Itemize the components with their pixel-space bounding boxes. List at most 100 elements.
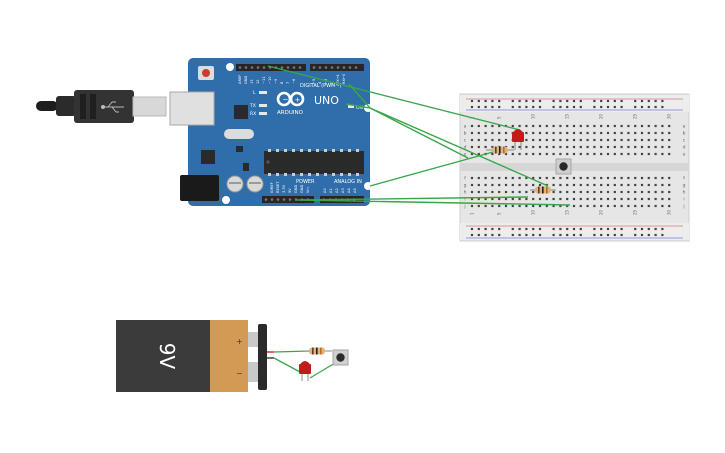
bb-rail-hole[interactable] <box>661 105 664 109</box>
bb-hole[interactable] <box>647 138 650 142</box>
bb-hole[interactable] <box>661 152 664 156</box>
wires[interactable] <box>267 65 571 206</box>
bb-hole[interactable] <box>511 197 514 201</box>
bb-hole[interactable] <box>572 176 576 180</box>
bb-hole[interactable] <box>613 124 616 128</box>
bb-rail-hole[interactable] <box>600 99 603 103</box>
bb-hole[interactable] <box>613 131 616 135</box>
bb-hole[interactable] <box>538 145 542 149</box>
bb-rail-hole[interactable] <box>538 233 542 237</box>
bb-hole[interactable] <box>640 138 644 142</box>
bb-hole[interactable] <box>661 183 664 187</box>
bb-rail-hole[interactable] <box>532 227 535 231</box>
bb-hole[interactable] <box>668 152 671 156</box>
bb-hole[interactable] <box>525 152 528 156</box>
bb-rail-hole[interactable] <box>566 105 569 109</box>
bb-hole[interactable] <box>627 176 630 180</box>
bb-rail-hole[interactable] <box>593 105 596 109</box>
bb-hole[interactable] <box>579 183 582 187</box>
bb-hole[interactable] <box>538 204 542 208</box>
bb-hole[interactable] <box>620 138 623 142</box>
bb-hole[interactable] <box>518 145 521 149</box>
bb-hole[interactable] <box>572 131 576 135</box>
bb-hole[interactable] <box>647 152 650 156</box>
bb-hole[interactable] <box>498 204 501 208</box>
bb-hole[interactable] <box>532 131 535 135</box>
bb-rail-hole[interactable] <box>654 233 657 237</box>
bb-hole[interactable] <box>484 145 487 149</box>
wire-power-to-bb-2[interactable] <box>299 199 571 206</box>
bb-hole[interactable] <box>627 152 630 156</box>
bb-hole[interactable] <box>532 124 535 128</box>
bb-hole[interactable] <box>518 176 521 180</box>
bb-hole[interactable] <box>511 124 514 128</box>
bb-hole[interactable] <box>640 204 644 208</box>
bb-hole[interactable] <box>484 183 487 187</box>
bb-rail-hole[interactable] <box>620 99 623 103</box>
bb-rail-hole[interactable] <box>525 227 528 231</box>
bb-hole[interactable] <box>484 204 487 208</box>
bb-hole[interactable] <box>600 190 603 194</box>
bb-rail-hole[interactable] <box>498 105 501 109</box>
bb-hole[interactable] <box>504 204 508 208</box>
bb-rail-hole[interactable] <box>634 233 637 237</box>
bb-hole[interactable] <box>559 131 562 135</box>
bb-hole[interactable] <box>559 190 562 194</box>
bb-hole[interactable] <box>470 190 474 194</box>
bb-hole[interactable] <box>640 197 644 201</box>
bb-hole[interactable] <box>579 145 582 149</box>
bb-hole[interactable] <box>620 176 623 180</box>
bb-hole[interactable] <box>600 183 603 187</box>
bb-rail-hole[interactable] <box>593 233 596 237</box>
bb-hole[interactable] <box>538 131 542 135</box>
bb-hole[interactable] <box>484 190 487 194</box>
bb-hole[interactable] <box>620 124 623 128</box>
bb-hole[interactable] <box>559 145 562 149</box>
bb-hole[interactable] <box>545 152 548 156</box>
bb-hole[interactable] <box>498 124 501 128</box>
wire-power-to-bb-1[interactable] <box>295 196 529 201</box>
bb-hole[interactable] <box>634 183 637 187</box>
bb-hole[interactable] <box>491 204 494 208</box>
bb-rail-hole[interactable] <box>532 233 535 237</box>
bb-hole[interactable] <box>613 204 616 208</box>
bb-hole[interactable] <box>668 197 671 201</box>
bb-hole[interactable] <box>593 145 596 149</box>
bb-hole[interactable] <box>654 190 657 194</box>
bb-hole[interactable] <box>613 176 616 180</box>
bb-hole[interactable] <box>491 197 494 201</box>
bb-hole[interactable] <box>477 183 480 187</box>
bb-hole[interactable] <box>579 152 582 156</box>
bb-hole[interactable] <box>470 152 474 156</box>
bb-hole[interactable] <box>579 124 582 128</box>
bb-hole[interactable] <box>504 190 508 194</box>
bb-rail-hole[interactable] <box>654 227 657 231</box>
bb-hole[interactable] <box>593 152 596 156</box>
bb-hole[interactable] <box>498 138 501 142</box>
bb-hole[interactable] <box>566 145 569 149</box>
bb-rail-hole[interactable] <box>572 105 576 109</box>
bb-rail-hole[interactable] <box>606 233 610 237</box>
bb-hole[interactable] <box>470 131 474 135</box>
wire-pin13-to-led[interactable] <box>267 65 521 131</box>
bb-hole[interactable] <box>627 145 630 149</box>
bb-hole[interactable] <box>477 197 480 201</box>
bb-hole[interactable] <box>484 197 487 201</box>
bb-hole[interactable] <box>613 145 616 149</box>
bb-hole[interactable] <box>586 131 589 135</box>
bb-hole[interactable] <box>634 204 637 208</box>
bb-hole[interactable] <box>532 176 535 180</box>
bb-rail-hole[interactable] <box>470 105 474 109</box>
bb-hole[interactable] <box>654 145 657 149</box>
bb-hole[interactable] <box>552 145 555 149</box>
bb-hole[interactable] <box>559 197 562 201</box>
bb-hole[interactable] <box>627 204 630 208</box>
bb-rail-hole[interactable] <box>538 99 542 103</box>
bb-hole[interactable] <box>606 152 610 156</box>
bb-hole[interactable] <box>627 190 630 194</box>
bb-hole[interactable] <box>525 138 528 142</box>
bb-rail-hole[interactable] <box>620 105 623 109</box>
bb-hole[interactable] <box>572 197 576 201</box>
bb-hole[interactable] <box>654 131 657 135</box>
bb-hole[interactable] <box>525 197 528 201</box>
